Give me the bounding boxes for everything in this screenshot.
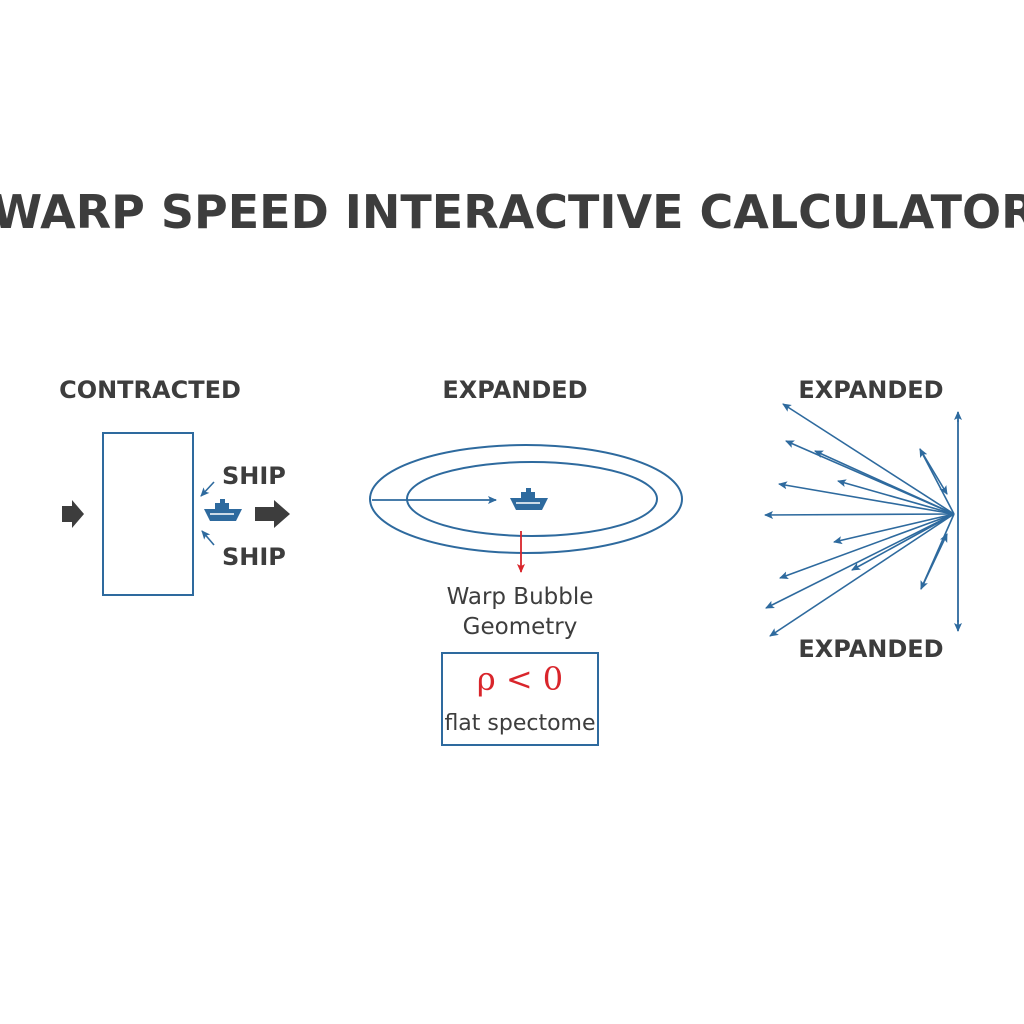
bubble-panel: EXPANDED Warp Bubble Geometry ρ < 0 flat… <box>369 376 683 746</box>
formula-caption: flat spectome <box>444 711 595 736</box>
expanded-panel: EXPANDED EXPANDED <box>764 376 962 663</box>
ship-icon <box>510 488 548 510</box>
page-title: WARP SPEED INTERACTIVE CALCULATOR <box>0 185 1024 239</box>
expansion-ray-8 <box>814 450 955 515</box>
ship-pointer-top <box>200 481 215 497</box>
outer-bubble-ring <box>369 444 683 554</box>
expansion-ray-11 <box>851 513 955 571</box>
outgoing-arrow-icon <box>255 500 290 528</box>
expansion-ray-1 <box>782 403 955 515</box>
expanded-label-bottom: EXPANDED <box>798 635 943 663</box>
expansion-ray-7 <box>769 513 955 637</box>
expansion-ray-4 <box>764 510 955 519</box>
expansion-rays <box>764 403 955 637</box>
inner-bubble-ring <box>406 461 658 537</box>
energy-density-formula: ρ < 0 <box>477 660 563 698</box>
ship-label-bottom: SHIP <box>222 543 286 571</box>
expansion-ray-9 <box>837 479 955 515</box>
expansion-ray-6 <box>765 513 955 609</box>
incoming-arrow-icon <box>62 500 84 528</box>
formula-box <box>441 652 599 746</box>
contracted-label: CONTRACTED <box>59 376 241 404</box>
expansion-ray-10 <box>833 513 955 545</box>
short-return-arrow-2 <box>920 533 948 590</box>
ship-label-top: SHIP <box>222 462 286 490</box>
short-return-arrow-1 <box>919 448 948 495</box>
ship-pointer-bottom <box>201 530 215 546</box>
bubble-caption-line1: Warp Bubble <box>447 584 594 610</box>
contracted-region-box <box>102 432 194 596</box>
bubble-label: EXPANDED <box>442 376 587 404</box>
ship-icon <box>204 499 242 521</box>
expanded-label-top: EXPANDED <box>798 376 943 404</box>
expansion-ray-3 <box>778 481 955 515</box>
bubble-caption-line2: Geometry <box>463 614 578 640</box>
contracted-panel: CONTRACTED SHIP SHIP <box>59 376 290 596</box>
expansion-ray-5 <box>779 513 955 579</box>
